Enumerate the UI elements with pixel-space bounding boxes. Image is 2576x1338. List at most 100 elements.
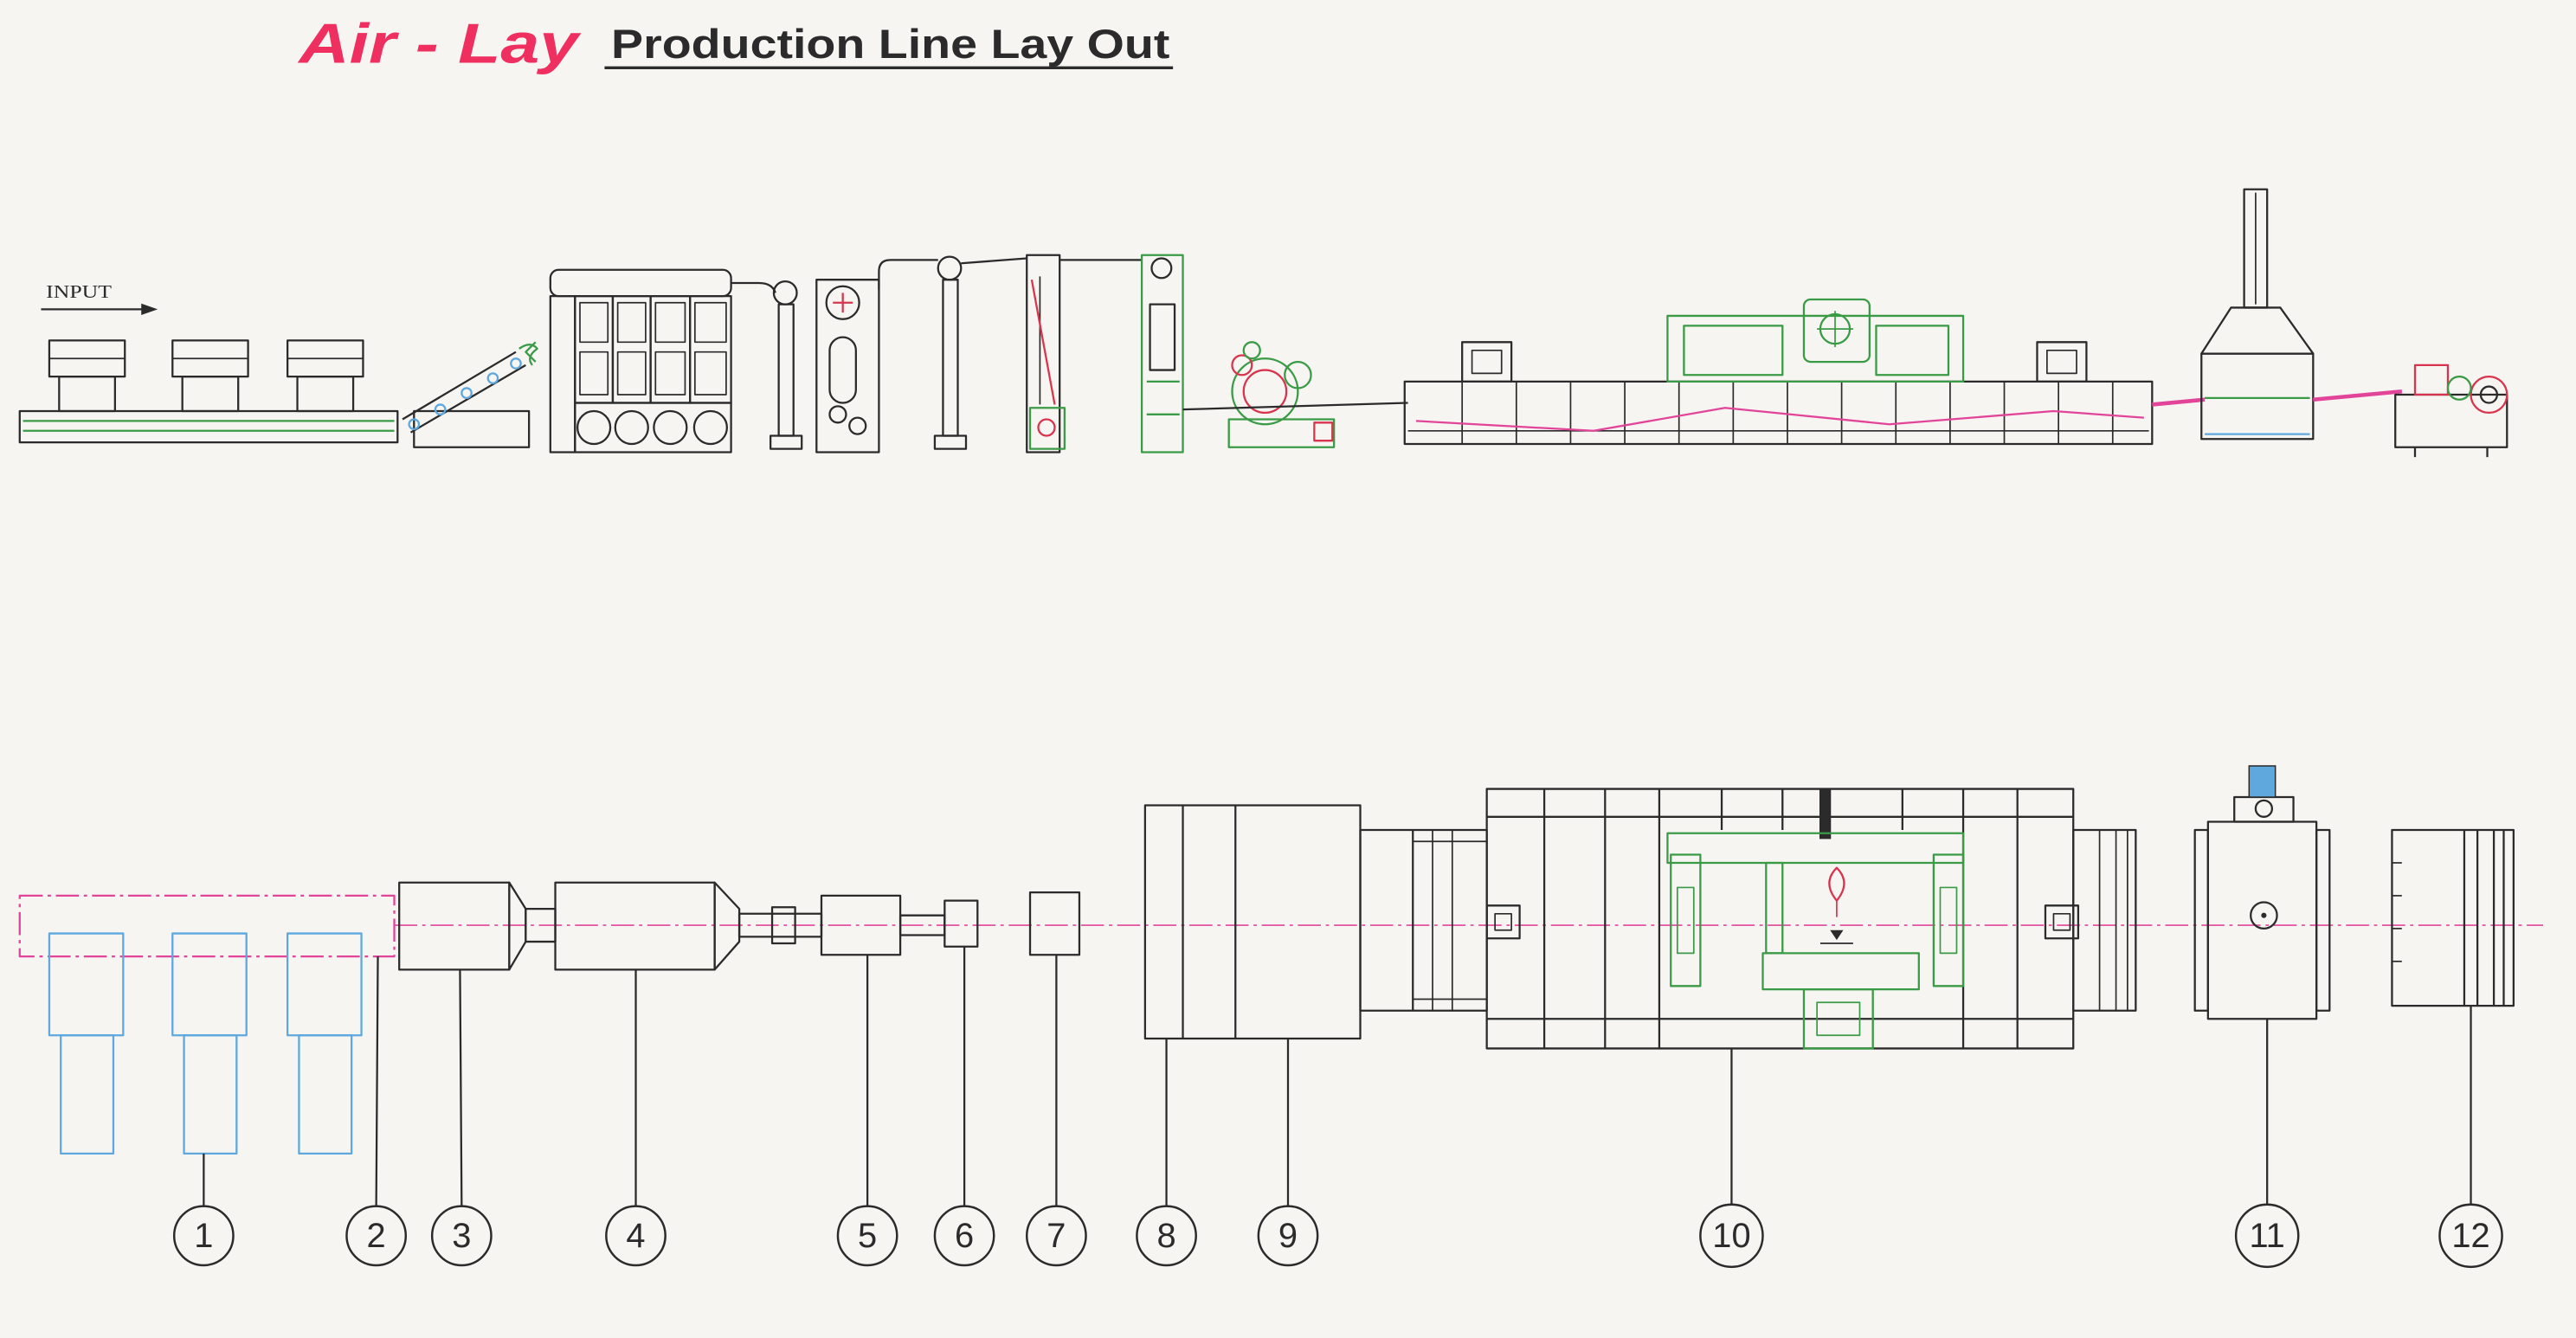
web-conveyor-line <box>1182 402 1408 411</box>
callout-8: 8 <box>1136 1039 1197 1267</box>
fine-opener-roller <box>848 416 867 435</box>
unit-4-taper <box>713 881 741 971</box>
oven-plan-burner-outlet <box>2044 904 2080 940</box>
oven-plan-burner-inlet <box>1485 904 1521 940</box>
winder-roll-core <box>2479 385 2499 404</box>
chute-feed-roller <box>1037 418 1056 437</box>
input-label: INPUT <box>46 281 112 302</box>
leader-line <box>375 956 379 1206</box>
callout-number: 9 <box>1278 1217 1298 1255</box>
heater-right-leg <box>1932 853 1965 987</box>
chute-body <box>1026 254 1061 454</box>
fibre-flow-mark <box>518 344 538 366</box>
winder-roll <box>2470 376 2508 415</box>
fan-foot <box>770 434 803 450</box>
callout-number: 7 <box>1046 1217 1066 1255</box>
fine-opener-body <box>815 279 880 454</box>
chute-feeder-unit <box>1026 254 1143 454</box>
bale-opener-side-2 <box>171 339 249 413</box>
callout-circle <box>2234 1203 2300 1269</box>
callout-number: 10 <box>1712 1217 1750 1255</box>
callout-5: 5 <box>836 955 898 1267</box>
chute-feed-box <box>1028 407 1066 450</box>
winder-side <box>2394 363 2508 458</box>
oven-inlet-burner-inner <box>1471 349 1503 375</box>
mixer-cell <box>693 301 727 344</box>
transport-duct <box>878 259 938 290</box>
unit-11-motor <box>2248 765 2277 798</box>
winder-roller <box>2446 376 2472 401</box>
fine-opener-unit <box>815 279 880 454</box>
callout-9: 9 <box>1257 1039 1319 1267</box>
callout-number: 6 <box>955 1217 974 1255</box>
callout-circle <box>605 1205 667 1267</box>
feeder-reserve <box>1149 303 1176 371</box>
former-roller <box>1242 341 1261 360</box>
callout-circle <box>1699 1203 1764 1269</box>
oven-plan-burner-outlet-inner <box>2052 912 2071 931</box>
callout-number: 11 <box>2249 1217 2284 1255</box>
feeder-fan <box>1150 257 1173 280</box>
unit-11-motor-hub <box>2254 799 2274 818</box>
oven-outlet-burner-inner <box>2046 349 2077 375</box>
web-path-in-oven <box>1415 407 2144 432</box>
web-line <box>2152 397 2206 407</box>
fine-opener-slot <box>828 336 857 404</box>
transport-fan-column-2 <box>878 255 1027 450</box>
callout-number: 4 <box>626 1217 645 1255</box>
mixer-cell <box>616 301 647 344</box>
fan-foot <box>933 434 968 450</box>
unit-11-flange-right <box>2315 828 2331 1012</box>
unit-11-outlet-core <box>2261 912 2267 918</box>
former-roller <box>1231 354 1253 376</box>
callout-number: 1 <box>194 1217 213 1255</box>
web-line <box>2313 389 2403 402</box>
air-lay-feeder-unit <box>1140 254 1184 454</box>
fibre-flow-mark <box>525 341 537 363</box>
mixer-cell <box>654 351 686 396</box>
side-elevation-view: INPUT <box>18 188 2508 458</box>
feed-conveyor-plan-outline <box>18 894 396 958</box>
callout-2: 2 <box>345 956 408 1267</box>
callout-12: 12 <box>2438 1006 2503 1269</box>
oven-heater-panel <box>1875 325 1950 376</box>
oven-heater-plan <box>1666 832 1965 1050</box>
transport-fan-column-1 <box>731 280 803 450</box>
opener-plan-body <box>298 1034 353 1155</box>
unit-12-plan <box>2391 828 2515 1007</box>
mixer-cell <box>654 301 686 344</box>
opener-body <box>296 376 355 413</box>
callout-circle <box>933 1205 995 1267</box>
oven-fan-housing <box>1802 298 1871 363</box>
chute-fibre-path <box>1030 279 1056 405</box>
opener-plan-body <box>183 1034 238 1155</box>
heater-top-beam <box>1666 832 1965 865</box>
exit-frame <box>2072 828 2137 1012</box>
callout-4: 4 <box>605 969 667 1267</box>
callout-circle <box>836 1205 898 1267</box>
title-block: Air - Lay Production Line Lay Out <box>297 13 1174 75</box>
bale-opener-side-1 <box>48 339 126 413</box>
former-base <box>1227 418 1336 448</box>
callout-1: 1 <box>172 1153 235 1267</box>
callout-number: 5 <box>858 1217 877 1255</box>
former-roller <box>1284 360 1312 389</box>
burner-arrow-icon <box>1830 930 1844 941</box>
former-cylinder <box>1231 357 1299 426</box>
title-production-line-layout: Production Line Lay Out <box>611 22 1170 68</box>
fine-opener-drum <box>825 285 860 320</box>
thermal-bonding-oven-side <box>1403 298 2206 446</box>
lattice-roller <box>408 418 421 431</box>
heater-fan-inner <box>1816 1001 1861 1037</box>
callout-circle <box>1257 1205 1319 1267</box>
mixer-cell <box>693 351 727 396</box>
opener-body <box>181 376 240 413</box>
heater-leg-slot <box>1676 886 1695 955</box>
bale-opener-plan-3 <box>287 932 363 1155</box>
leader-line <box>459 969 463 1206</box>
title-air-lay: Air - Lay <box>297 13 582 75</box>
air-lay-web-former <box>1182 341 1408 448</box>
callout-circle <box>345 1205 408 1267</box>
callout-7: 7 <box>1025 955 1087 1267</box>
lattice-roller <box>460 387 473 399</box>
